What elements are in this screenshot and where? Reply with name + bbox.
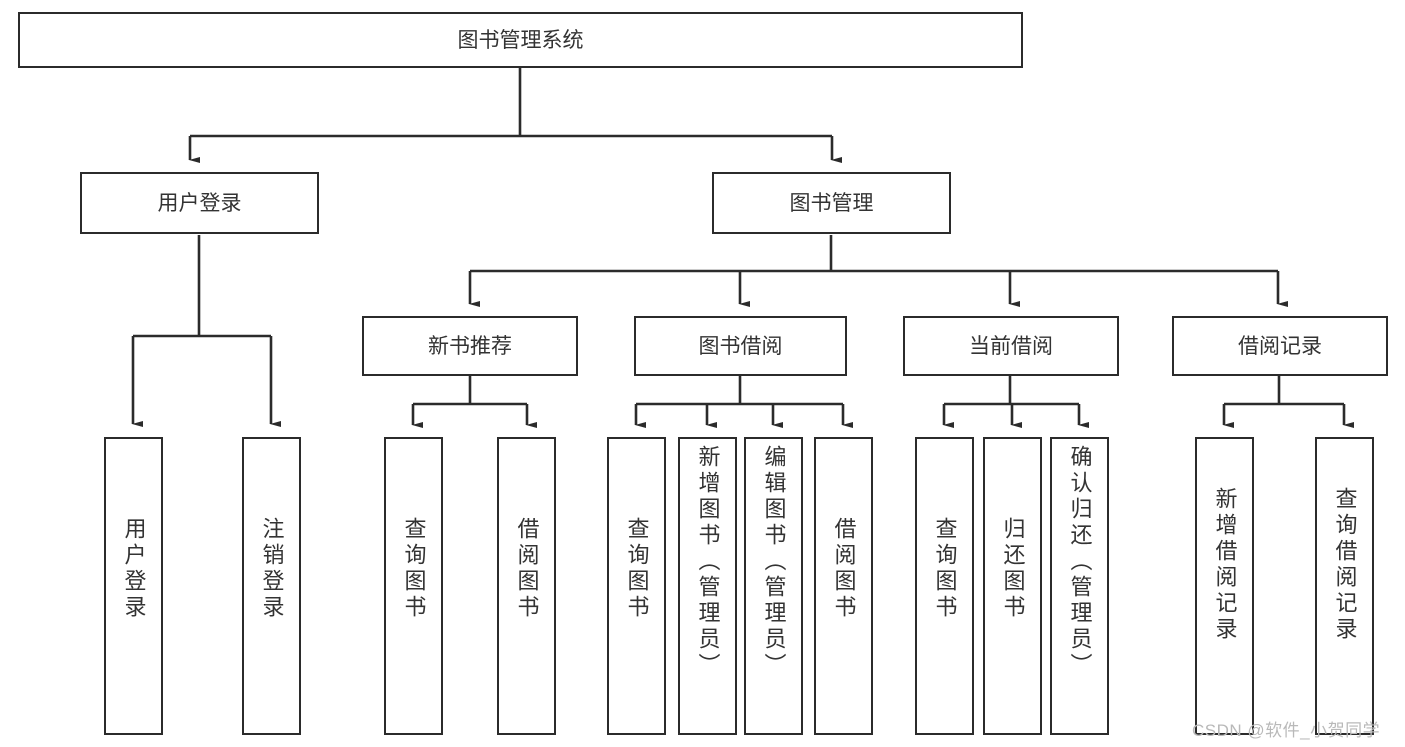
leaf-new-book-query[interactable]: 查询图书 <box>384 437 443 735</box>
leaf-current-confirm-return-admin[interactable]: 确认归还（管理员） <box>1050 437 1109 735</box>
leaf-label: 新增借阅记录 <box>1212 487 1238 643</box>
leaf-label: 查询图书 <box>401 517 427 621</box>
leaf-record-add-record[interactable]: 新增借阅记录 <box>1195 437 1254 735</box>
node-book-management[interactable]: 图书管理 <box>712 172 951 234</box>
leaf-borrow-query-book[interactable]: 查询图书 <box>607 437 666 735</box>
node-book-borrow[interactable]: 图书借阅 <box>634 316 847 376</box>
node-new-book-recommend[interactable]: 新书推荐 <box>362 316 578 376</box>
node-root[interactable]: 图书管理系统 <box>18 12 1023 68</box>
leaf-borrow-edit-book-admin[interactable]: 编辑图书（管理员） <box>744 437 803 735</box>
leaf-record-query-record[interactable]: 查询借阅记录 <box>1315 437 1374 735</box>
leaf-label: 查询图书 <box>624 517 650 621</box>
node-borrow-record-label: 借阅记录 <box>1238 334 1322 358</box>
node-user-login-label: 用户登录 <box>157 191 242 215</box>
leaf-label: 借阅图书 <box>514 517 540 621</box>
leaf-label: 编辑图书（管理员） <box>761 445 787 679</box>
node-user-login[interactable]: 用户登录 <box>80 172 319 234</box>
leaf-label: 查询图书 <box>932 517 958 621</box>
node-book-management-label: 图书管理 <box>789 191 874 215</box>
node-new-book-recommend-label: 新书推荐 <box>428 334 512 358</box>
leaf-borrow-borrow-book[interactable]: 借阅图书 <box>814 437 873 735</box>
leaf-label: 用户登录 <box>121 517 147 621</box>
csdn-watermark: CSDN @软件_小贺同学 <box>1192 721 1381 740</box>
node-root-label: 图书管理系统 <box>457 28 584 52</box>
leaf-user-login-logout[interactable]: 注销登录 <box>242 437 301 735</box>
leaf-user-login-login[interactable]: 用户登录 <box>104 437 163 735</box>
leaf-label: 借阅图书 <box>831 517 857 621</box>
leaf-label: 归还图书 <box>1000 517 1026 621</box>
leaf-borrow-add-book-admin[interactable]: 新增图书（管理员） <box>678 437 737 735</box>
leaf-label: 确认归还（管理员） <box>1067 445 1093 679</box>
node-current-borrow[interactable]: 当前借阅 <box>903 316 1119 376</box>
node-current-borrow-label: 当前借阅 <box>969 334 1053 358</box>
leaf-current-query-book[interactable]: 查询图书 <box>915 437 974 735</box>
leaf-label: 注销登录 <box>259 517 285 621</box>
leaf-label: 查询借阅记录 <box>1332 487 1358 643</box>
leaf-label: 新增图书（管理员） <box>695 445 721 679</box>
node-borrow-record[interactable]: 借阅记录 <box>1172 316 1388 376</box>
leaf-new-book-borrow[interactable]: 借阅图书 <box>497 437 556 735</box>
leaf-current-return-book[interactable]: 归还图书 <box>983 437 1042 735</box>
node-book-borrow-label: 图书借阅 <box>698 334 783 358</box>
